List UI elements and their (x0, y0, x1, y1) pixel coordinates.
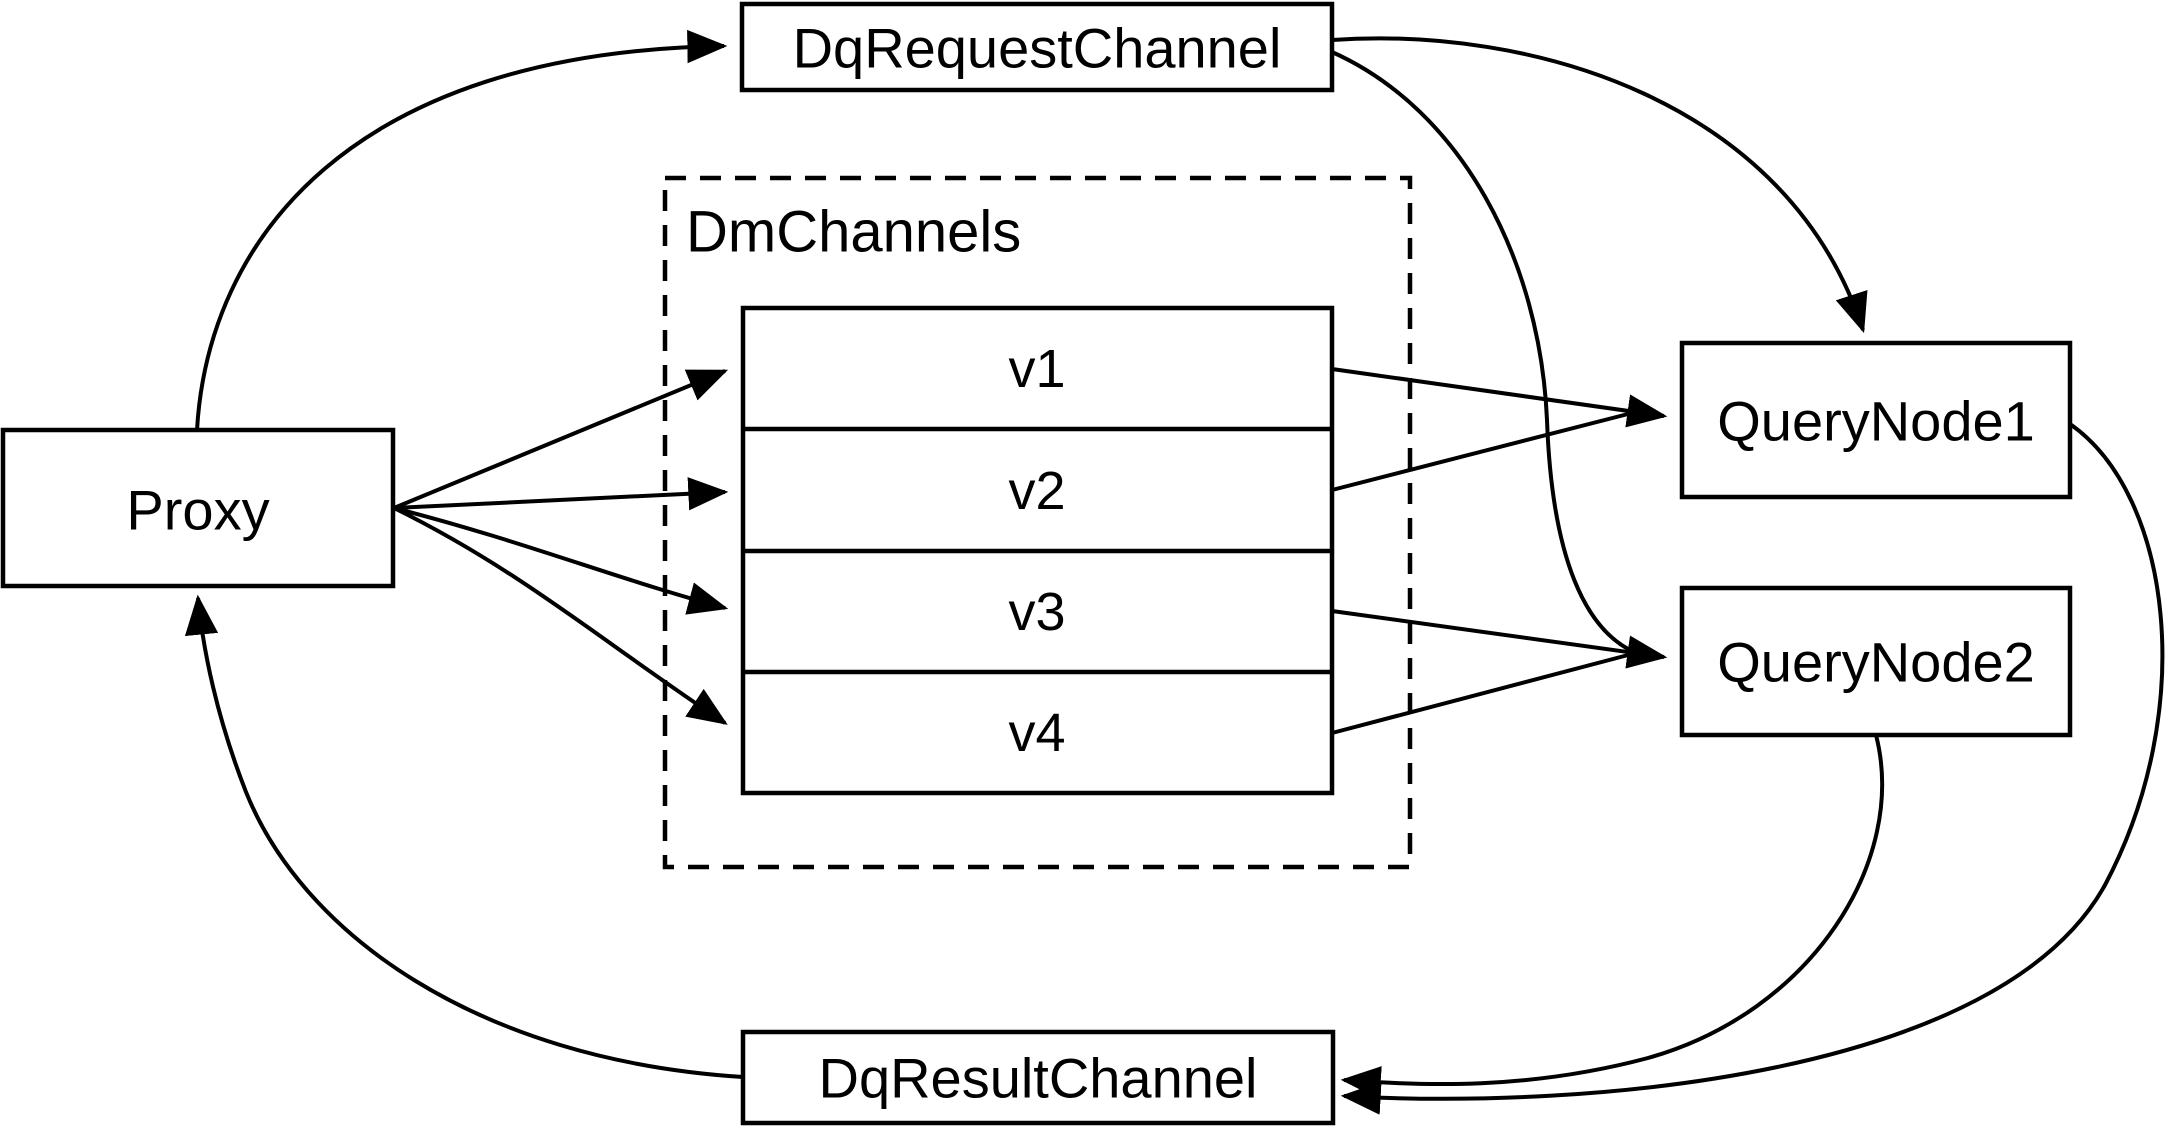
node-dqrequestchannel: DqRequestChannel (739, 1, 1335, 93)
edge-proxy-to-v4 (393, 506, 728, 725)
dmchannels-group: DmChannels (662, 175, 1413, 870)
edge-layer (184, 29, 2165, 1115)
proxy-label: Proxy (126, 479, 269, 542)
dmchannels-group-label: DmChannels (686, 200, 1021, 265)
dqresultchannel-box (740, 1029, 1336, 1126)
node-querynode1: QueryNode1 (1679, 340, 2073, 500)
querynode1-box (1679, 340, 2073, 500)
edge-v2-to-querynode1 (1331, 411, 1633, 492)
channel-v1-label: v1 (1008, 339, 1065, 399)
edge-proxy-to-v1 (393, 369, 729, 510)
edge-proxy-to-v2 (393, 477, 729, 511)
channel-v2-label: v2 (1008, 461, 1065, 521)
dqresultchannel-label: DqResultChannel (819, 1047, 1258, 1110)
edge-querynode1-to-dqresultchannel (1340, 422, 2165, 1115)
edge-dqrequestchannel-to-querynode1 (1331, 36, 1868, 334)
querynode2-label: QueryNode2 (1717, 631, 2035, 694)
querynode1-label: QueryNode1 (1717, 390, 2035, 453)
edge-proxy-to-v3 (393, 506, 729, 615)
edge-v3-to-querynode2 (1331, 609, 1668, 669)
node-dqresultchannel: DqResultChannel (740, 1029, 1336, 1126)
edge-v4-to-querynode2 (1331, 652, 1633, 735)
channel-v3-label: v3 (1008, 582, 1065, 642)
channel-v4-label: v4 (1008, 703, 1065, 763)
node-querynode2: QueryNode2 (1679, 585, 2073, 738)
dqrequestchannel-label: DqRequestChannel (793, 17, 1282, 80)
edge-v1-to-querynode1 (1331, 367, 1668, 428)
edge-querynode2-to-dqresultchannel (1340, 734, 1885, 1100)
querynode2-box (1679, 585, 2073, 738)
edge-proxy-to-dqrequestchannel (195, 29, 728, 431)
channel-stack: v1 v2 v3 v4 (740, 305, 1335, 796)
proxy-box (0, 427, 396, 589)
edge-dqrequestchannel-to-querynode2 (1331, 50, 1635, 654)
node-proxy: Proxy (0, 427, 396, 589)
edge-dqresultchannel-to-proxy (184, 594, 744, 1079)
dmchannels-group-border (662, 175, 1413, 870)
dqrequestchannel-box (739, 1, 1335, 93)
